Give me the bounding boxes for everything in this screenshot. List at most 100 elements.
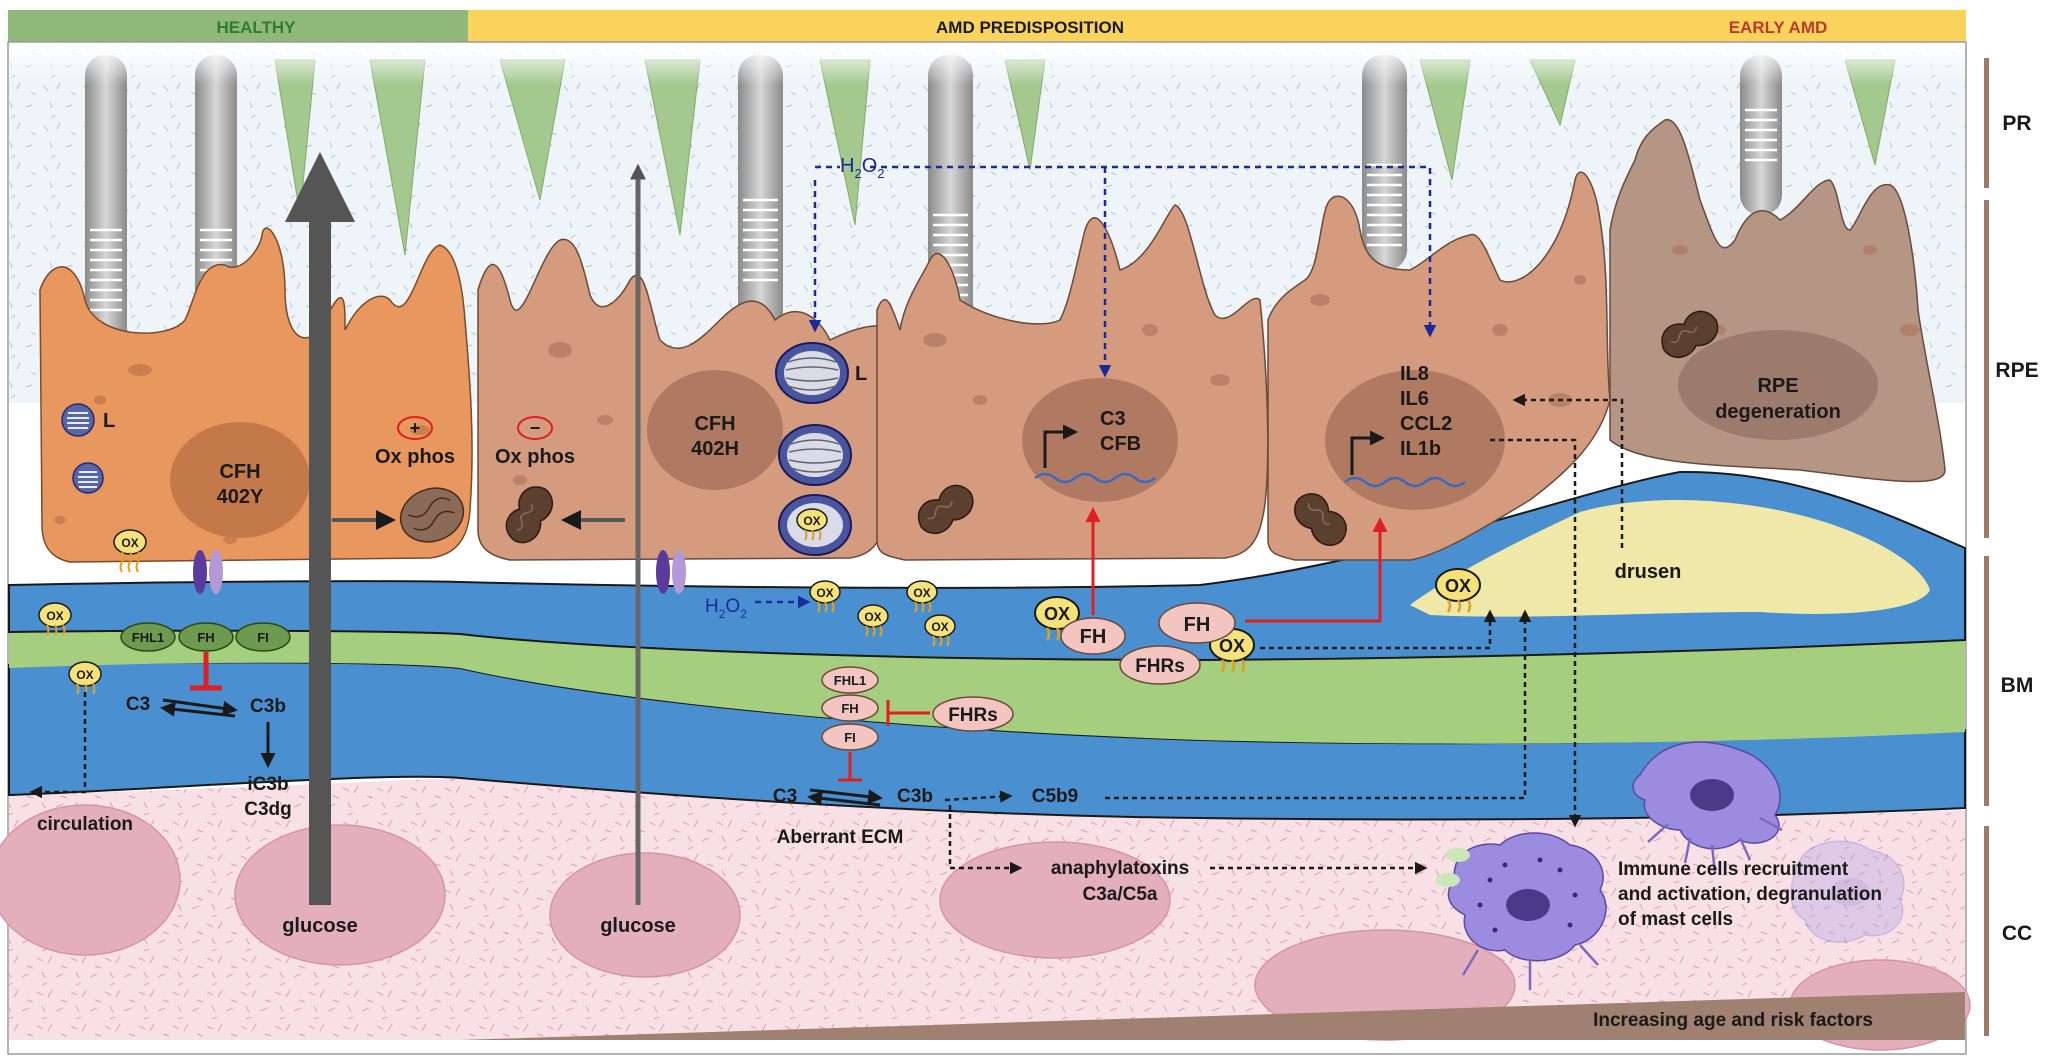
ox-label-4: OX — [76, 668, 93, 682]
ox-phos-label-healthy: Ox phos — [375, 446, 455, 468]
c3-label-healthy: C3 — [126, 694, 150, 715]
glucose-transporter-amd — [656, 550, 686, 594]
c3-forward-arrow-healthy — [162, 698, 238, 716]
lysosome-label-healthy: L — [103, 410, 115, 432]
immune-cell-faded — [1790, 840, 1905, 943]
rod-outer-segments — [9, 43, 1965, 355]
fh-protein-bm-1 — [1060, 617, 1126, 655]
ox-label-8: OX — [931, 620, 948, 634]
layer-legend: PR RPE BM CC — [1984, 58, 2039, 1036]
early-amd-stage-label: EARLY AMD — [1729, 18, 1828, 37]
c3-reverse-arrow-amd — [807, 790, 881, 807]
fh-label-healthy: FH — [197, 630, 214, 645]
immune-cell-macrophage — [1632, 741, 1783, 874]
healthy-stage-label: HEALTHY — [216, 18, 296, 37]
c3-label-amd: C3 — [773, 786, 797, 807]
amd-nucleus-2 — [1022, 378, 1178, 502]
bm-green-band — [9, 630, 1965, 744]
fh-label-bm-1: FH — [1080, 626, 1107, 648]
bm-layer-bar — [1984, 556, 1989, 806]
ox-to-drusen-arrow — [1260, 609, 1497, 650]
anaphylatoxins-label: anaphylatoxins — [1051, 858, 1189, 879]
lysosome-healthy-1 — [61, 403, 95, 437]
ox-label-3: OX — [46, 609, 63, 623]
ox-label-6: OX — [864, 610, 881, 624]
ccl2-label: CCL2 — [1400, 413, 1452, 435]
early-stage-bar — [1590, 10, 1966, 42]
ox-marker-bm-mid-4 — [924, 614, 956, 647]
fh-label-amd: FH — [841, 701, 858, 716]
fi-protein-healthy — [235, 622, 291, 652]
fi-label-healthy: FI — [257, 630, 269, 645]
fhrs-protein-bm-2 — [1119, 645, 1201, 685]
fhrs-label-bm-2: FHRs — [1135, 656, 1185, 677]
fi-label-amd: FI — [844, 730, 856, 745]
fh-label-bm-2: FH — [1184, 614, 1211, 636]
glucose-label-amd: glucose — [600, 915, 676, 937]
ox-marker-bm-mid-2 — [857, 604, 889, 637]
immune-label-line-3: of mast cells — [1618, 909, 1733, 930]
pr-layer-label: PR — [2002, 112, 2031, 135]
stage-header: HEALTHY AMD PREDISPOSITION EARLY AMD — [8, 10, 1966, 42]
fi-protein-amd — [821, 723, 879, 751]
fh-protein-healthy — [178, 622, 234, 652]
ox-label-1: OX — [121, 536, 138, 550]
ox-label-7: OX — [913, 586, 930, 600]
il1b-label: IL1b — [1400, 438, 1441, 460]
increasing-age-label: Increasing age and risk factors — [1593, 1010, 1873, 1031]
pr-layer-bar — [1984, 58, 1989, 188]
cfb-gene-label: CFB — [1100, 433, 1141, 455]
fhrs-protein-bm — [932, 696, 1014, 732]
c3-reverse-arrow-healthy — [160, 701, 236, 718]
ox-marker-drusen — [1435, 568, 1481, 613]
mitochondrion-damaged-4 — [1661, 310, 1719, 359]
negative-sign-icon — [517, 416, 553, 440]
fh-to-cytokine-nucleus-arrow — [1245, 517, 1388, 623]
cfh-amd-label-2: 402H — [691, 438, 739, 460]
drusen-label: drusen — [1615, 561, 1682, 583]
drusen-to-cytokines-arrow — [1512, 393, 1624, 548]
fhl1-protein-amd — [821, 666, 879, 694]
cfh-amd-label-1: CFH — [694, 413, 735, 435]
h2o2-label-bm: H2O2 — [705, 596, 747, 621]
mitochondrion-damaged-2 — [917, 484, 974, 535]
ox-label-11: OX — [1445, 576, 1471, 596]
amd-nucleus-1 — [647, 370, 783, 490]
fhrs-label-bm: FHRs — [948, 705, 998, 726]
c3b-to-c5b9-arrow — [944, 790, 1013, 803]
rpe-layer-label: RPE — [1995, 359, 2038, 382]
c3b-label-amd: C3b — [897, 786, 933, 807]
ox-phos-label-amd: Ox phos — [495, 446, 575, 468]
inhibition-bar-healthy — [190, 652, 222, 691]
healthy-rpe-cell — [39, 227, 473, 563]
rpe-layer-bar — [1984, 200, 1989, 538]
h2o2-label-top: H2O2 — [840, 155, 884, 181]
c3-gene-label: C3 — [1100, 408, 1126, 430]
ox-label-5: OX — [816, 586, 833, 600]
lysosome-label-amd: L — [855, 363, 867, 385]
c3b-label-healthy: C3b — [250, 696, 286, 717]
h2o2-dashed-path — [870, 165, 1437, 338]
positive-sign-label: + — [410, 418, 421, 438]
bm-layer-label: BM — [2001, 674, 2034, 697]
fhl1-label-amd: FHL1 — [834, 673, 867, 688]
fhl1-label-healthy: FHL1 — [132, 630, 165, 645]
c3b-to-anaphylatoxins-arrow — [948, 805, 1023, 875]
predisposition-stage-label: AMD PREDISPOSITION — [936, 18, 1124, 37]
rpe-degeneration-label-1: RPE — [1757, 375, 1798, 397]
lysosome-amd-1 — [775, 342, 849, 404]
cfh-healthy-label-2: 402Y — [217, 486, 264, 508]
il6-label: IL6 — [1400, 388, 1429, 410]
transcription-arrow-cytokines — [1350, 430, 1385, 475]
age-wedge — [460, 992, 1965, 1040]
immune-cell-mast-cell — [1436, 832, 1607, 990]
immune-label-line-2: and activation, degranulation — [1618, 884, 1882, 905]
healthy-stage-bar — [8, 10, 468, 42]
fh-protein-amd — [821, 694, 879, 722]
rod-top-fade — [9, 43, 1965, 163]
predisposition-stage-bar — [468, 10, 1590, 42]
c3a-c5a-label: C3a/C5a — [1083, 884, 1158, 905]
aberrant-ecm-label: Aberrant ECM — [777, 827, 904, 848]
circulation-dashed-arrow — [29, 692, 87, 799]
c5b9-label: C5b9 — [1032, 786, 1078, 807]
